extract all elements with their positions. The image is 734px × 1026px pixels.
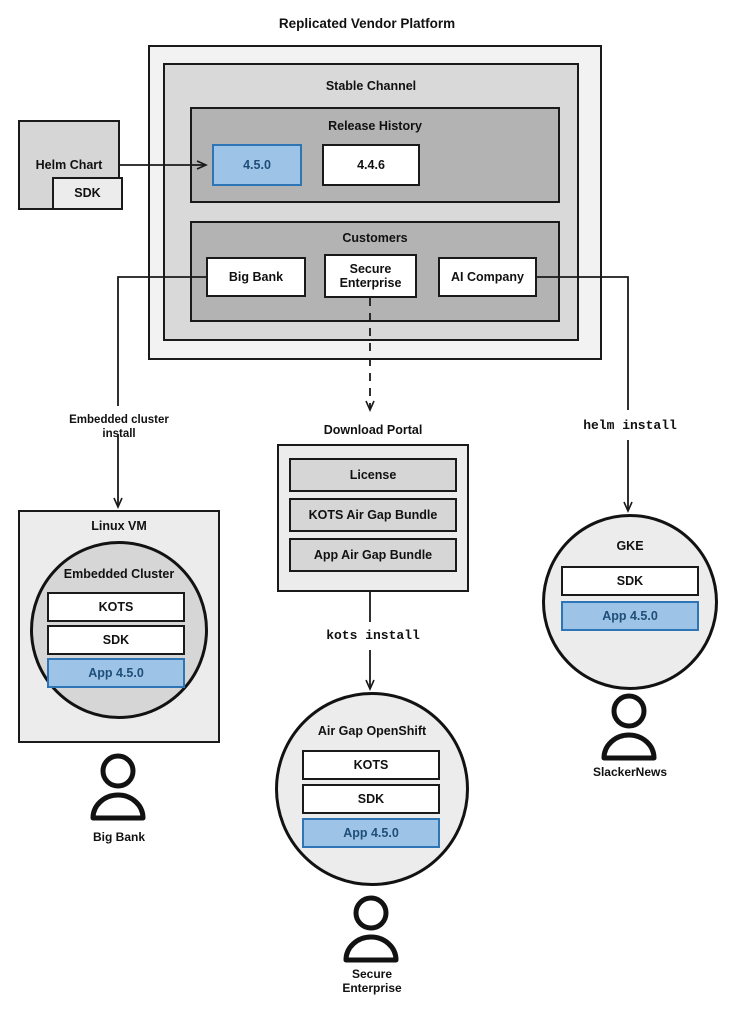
air-gap-openshift-label: Air Gap OpenShift — [317, 724, 427, 738]
linux-vm-component-kots[interactable]: KOTS — [47, 592, 185, 622]
person-icon-secure-enterprise — [343, 895, 399, 963]
edge-label-embedded-cluster-install: Embedded cluster install — [69, 414, 169, 440]
customers-label: Customers — [342, 231, 408, 245]
air-gap-openshift-component-app[interactable]: App 4.5.0 — [302, 818, 440, 848]
linux-vm-label: Linux VM — [91, 519, 147, 533]
person-icon-slackernews — [601, 693, 657, 761]
download-portal-artifact-kots-air-gap-bundle[interactable]: KOTS Air Gap Bundle — [289, 498, 457, 532]
gke-component-sdk[interactable]: SDK — [561, 566, 699, 596]
gke-component-app[interactable]: App 4.5.0 — [561, 601, 699, 631]
customer-card-secure-enterprise[interactable]: Secure Enterprise — [324, 254, 417, 298]
download-portal-artifact-app-air-gap-bundle[interactable]: App Air Gap Bundle — [289, 538, 457, 572]
air-gap-openshift-user-label: Secure Enterprise — [342, 967, 402, 996]
release-card-4-5-0[interactable]: 4.5.0 — [212, 144, 302, 186]
download-portal-label: Download Portal — [323, 423, 423, 437]
stable-channel-label: Stable Channel — [325, 79, 417, 93]
linux-vm-component-sdk[interactable]: SDK — [47, 625, 185, 655]
download-portal-artifact-license[interactable]: License — [289, 458, 457, 492]
linux-vm-user-label: Big Bank — [92, 830, 145, 844]
gke-label: GKE — [616, 539, 644, 553]
customer-card-big-bank[interactable]: Big Bank — [206, 257, 306, 297]
release-history-label: Release History — [328, 119, 422, 133]
release-card-4-4-6[interactable]: 4.4.6 — [322, 144, 420, 186]
edge-label-kots-install: kots install — [326, 628, 420, 643]
embedded-cluster-label: Embedded Cluster — [63, 567, 175, 581]
page-title: Replicated Vendor Platform — [278, 16, 456, 31]
air-gap-openshift-component-kots[interactable]: KOTS — [302, 750, 440, 780]
edge-label-helm-install: helm install — [583, 418, 677, 433]
linux-vm-component-app[interactable]: App 4.5.0 — [47, 658, 185, 688]
gke-user-label: SlackerNews — [592, 765, 668, 779]
air-gap-openshift-component-sdk[interactable]: SDK — [302, 784, 440, 814]
helm-chart-sdk-box[interactable]: SDK — [52, 177, 123, 210]
customer-card-ai-company[interactable]: AI Company — [438, 257, 537, 297]
helm-chart-label: Helm Chart — [35, 158, 103, 172]
person-icon-big-bank — [90, 753, 146, 821]
